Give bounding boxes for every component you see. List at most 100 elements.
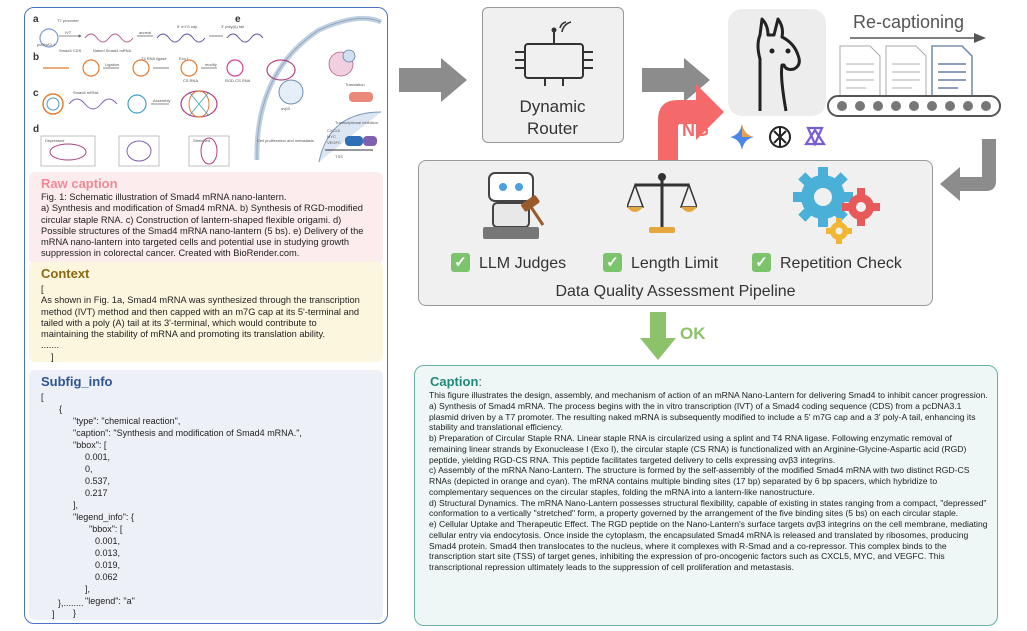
conveyor-belt-icon: [827, 95, 1001, 117]
json-line: ],: [73, 500, 79, 510]
caption-title-colon: :: [478, 374, 483, 389]
json-line: 0.001,: [85, 452, 111, 462]
pipeline-title: Data Quality Assessment Pipeline: [555, 283, 796, 300]
arrow-to-llama: [642, 58, 710, 102]
raw-caption-line: circular staple RNA. c) Construction of …: [41, 214, 342, 225]
fig-text: Cell proliferation and metastasis: [257, 138, 314, 143]
json-line: "caption": "Synthesis and modification o…: [73, 428, 302, 438]
context-line: tailed with a poly (A) tail at its 3'-te…: [41, 317, 317, 328]
fig-text: Depressed: [45, 138, 65, 143]
fig-text: pcDNA3.1: [37, 42, 56, 47]
ok-arrow: [640, 312, 676, 360]
check-icon: ✓: [603, 253, 622, 272]
fig-text: 5' m7G cap: [177, 24, 198, 29]
fig-text: CS RNA: [183, 78, 199, 83]
fig-text: Assembly: [153, 98, 171, 103]
gemini-icon: [730, 124, 754, 150]
json-line: "legend": "a": [85, 596, 135, 606]
router-label-line: Router: [526, 119, 579, 138]
raw-caption-line: Possible structures of the Smad4 mRNA na…: [41, 225, 364, 236]
fig-text: 3' poly(A) tail: [221, 24, 244, 29]
json-line: 0.019,: [95, 560, 121, 570]
sublabel-e: e: [235, 14, 241, 25]
openai-icon: [769, 126, 791, 148]
fig-text: Smad4 mRNA: [73, 90, 99, 95]
quality-pipeline-box: ✓ LLM Judges ✓ Length Limit ✓ Repetition…: [418, 160, 933, 306]
raw-caption-title: Raw caption: [41, 176, 118, 191]
json-line: },........: [58, 598, 84, 608]
json-line: }: [73, 608, 77, 618]
caption-body: This figure illustrates the design, asse…: [429, 390, 989, 573]
sublabel-c: c: [33, 88, 39, 99]
ng-arrow: [658, 84, 724, 160]
scales-icon: [627, 173, 697, 233]
raw-caption-section: Raw caption Fig. 1: Schematic illustrati…: [29, 172, 383, 264]
fig-text: VEGFC: [327, 140, 341, 145]
fig-text: anneal: [139, 30, 152, 35]
context-line: .......: [41, 340, 60, 351]
raw-caption-line: mRNA nano-lantern into targeted cells an…: [41, 237, 350, 248]
json-line: {: [59, 404, 63, 414]
caption-paragraph: c) Assembly of the mRNA Nano-Lantern. Th…: [429, 465, 970, 497]
json-line: "bbox": [: [89, 524, 123, 534]
json-line: "bbox": [: [73, 440, 107, 450]
check-icon: ✓: [752, 253, 771, 272]
recaptioning-label: Re-captioning: [853, 12, 965, 32]
fig-text: CXCL5: [327, 128, 340, 133]
check-label-repetition-check: Repetition Check: [780, 255, 902, 272]
ng-label: NG: [682, 120, 709, 140]
raw-caption-text: Fig. 1: Schematic illustration of Smad4 …: [41, 192, 381, 260]
caption-paragraph: b) Preparation of Circular Staple RNA. L…: [429, 433, 967, 465]
arrow-to-pipeline: [940, 139, 996, 201]
check-label-llm-judges: LLM Judges: [479, 255, 567, 272]
check-label-length-limit: Length Limit: [631, 255, 719, 272]
figure-thumbnail: a b c d e T7 promoter IVT anneal 5' m7G …: [29, 12, 383, 170]
claude-style-icon: [803, 126, 827, 147]
raw-caption-line: suppression in colorectal cancer. Create…: [41, 248, 300, 259]
ok-label: OK: [680, 324, 706, 343]
llama-icon: [756, 17, 801, 112]
json-line: ],: [85, 584, 91, 594]
subfig-info-title: Subfig_info: [41, 374, 113, 389]
figure-illustration: [39, 15, 383, 167]
fig-text: αvβ3: [281, 106, 290, 111]
raw-caption-line: Fig. 1: Schematic illustration of Smad4 …: [41, 192, 287, 202]
caption-paragraph: a) Synthesis of Smad4 mRNA. The process …: [429, 400, 976, 433]
fig-text: Translation: [345, 82, 365, 87]
json-line: 0.013,: [95, 548, 121, 558]
json-line: 0.062: [95, 572, 118, 582]
fig-text: MYC: [327, 134, 336, 139]
caption-output-box: Caption: This figure illustrates the des…: [414, 365, 998, 626]
json-line: "type": "chemical reaction",: [73, 416, 181, 426]
llama-model-box: [728, 9, 826, 116]
router-icon: [515, 21, 593, 86]
json-line: 0.217: [85, 488, 108, 498]
fig-text: RGD-CS RNA: [225, 78, 251, 83]
fig-text: T7 promoter: [57, 18, 79, 23]
json-line: 0.001,: [95, 536, 121, 546]
fig-text: Naked Smad4 mRNA: [93, 48, 132, 53]
context-title: Context: [41, 266, 90, 281]
context-section: Context [ As shown in Fig. 1a, Smad4 mRN…: [29, 262, 383, 362]
router-label-line: Dynamic: [519, 97, 586, 116]
sublabel-b: b: [33, 52, 40, 63]
fig-text: Stretched: [193, 138, 211, 143]
router-label: Dynamic Router: [483, 96, 622, 140]
caption-paragraph: e) Cellular Uptake and Therapeutic Effec…: [429, 519, 988, 572]
fig-text: modify: [205, 62, 217, 67]
json-line: "legend_info": {: [73, 512, 134, 522]
json-line: ]: [52, 609, 55, 619]
context-text: [ As shown in Fig. 1a, Smad4 mRNA was sy…: [41, 284, 381, 363]
robot-judge-icon: [483, 172, 545, 239]
raw-caption-line: a) Synthesis and modification of Smad4 m…: [41, 203, 363, 214]
gears-icon: [793, 167, 880, 244]
dynamic-router-box: Dynamic Router: [482, 7, 624, 143]
sublabel-a: a: [33, 14, 39, 25]
context-line: maintaining the stability of mRNA and pr…: [41, 329, 326, 340]
caption-paragraph: This figure illustrates the design, asse…: [429, 390, 988, 400]
recaption-arrow: [850, 33, 986, 43]
subfig-info-section: Subfig_info [ { "type": "chemical reacti…: [29, 370, 383, 620]
fig-text: Transcriptional inhibition: [335, 120, 378, 125]
caption-title-text: Caption: [430, 374, 479, 389]
documents-icon: [839, 45, 973, 103]
